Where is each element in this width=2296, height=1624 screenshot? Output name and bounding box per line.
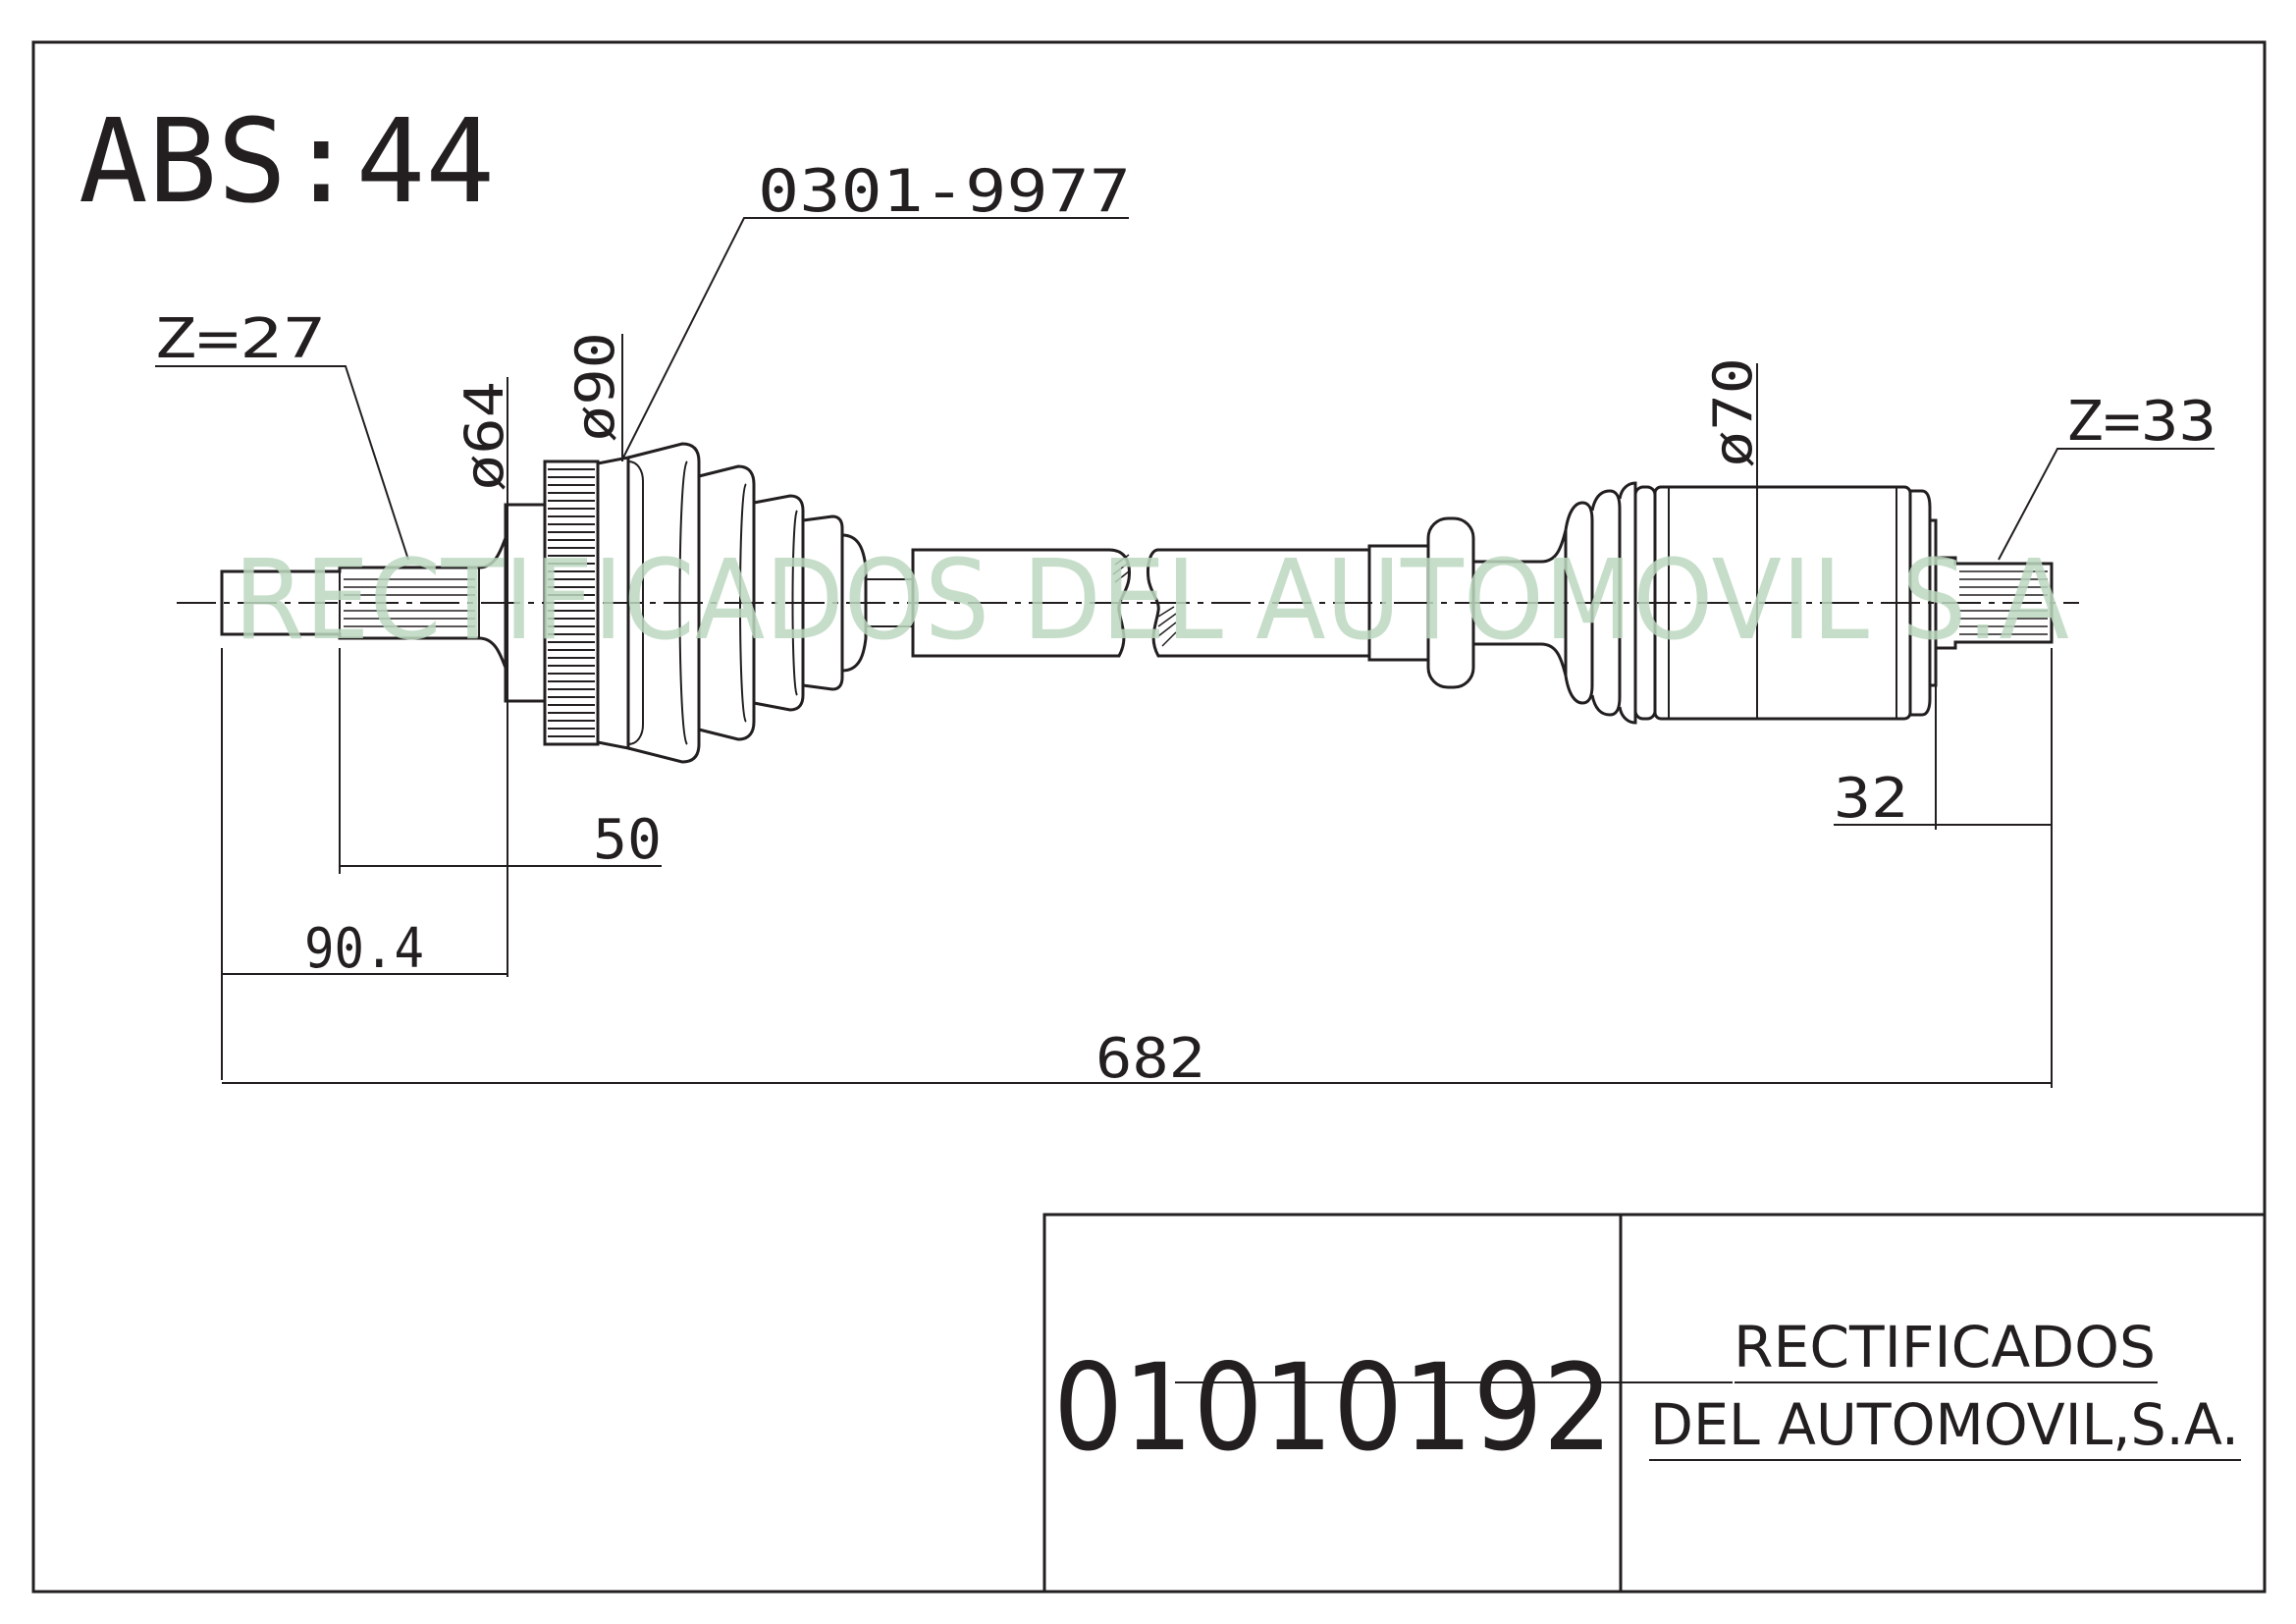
- left-stub-shaft: [220, 537, 507, 669]
- part-reference-label: 0301-9977: [758, 157, 1131, 226]
- shaft-damper: [1426, 516, 1475, 689]
- abs-ring-teeth: [548, 468, 595, 737]
- callout-part-ref: 0301-9977: [621, 157, 1131, 460]
- dia70-label: ø70: [1702, 357, 1764, 467]
- part-number: 01010192: [1053, 1338, 1613, 1478]
- outer-cv-joint: [504, 442, 913, 764]
- dim-50-label: 50: [593, 808, 662, 872]
- right-spline-teeth: [1959, 570, 2048, 635]
- company-name-line1: RECTIFICADOS: [1734, 1314, 2156, 1380]
- shaft-break-hatch: [1112, 554, 1177, 647]
- dim-32-label: 32: [1834, 767, 1908, 831]
- dimension-dia70: ø70: [1702, 357, 1764, 719]
- right-spline-label: Z=33: [2065, 390, 2216, 454]
- left-spline-teeth: [344, 578, 475, 627]
- left-spline-label: Z=27: [153, 307, 326, 371]
- abs-label: ABS:44: [79, 93, 495, 229]
- dim-90-4-label: 90.4: [304, 917, 424, 981]
- company-name-line2: DEL AUTOMOVIL,S.A.: [1650, 1391, 2239, 1458]
- dia64-label: ø64: [454, 381, 515, 491]
- dimension-90-4: 90.4: [221, 648, 507, 1080]
- title-block-frame: [1042, 1213, 2267, 1594]
- title-block: 01010192 RECTIFICADOS DEL AUTOMOVIL,S.A.: [1042, 1213, 2267, 1594]
- dia90-label: ø90: [564, 332, 626, 442]
- intermediate-shaft: [911, 516, 1568, 689]
- dimension-50: 50: [339, 648, 662, 977]
- right-stub-shaft: [1934, 556, 2054, 650]
- dimension-dia90: ø90: [564, 332, 626, 461]
- dimension-682: 682: [222, 648, 2053, 1091]
- dimension-32: 32: [1834, 660, 2052, 831]
- watermark: RECTIFICADOS DEL AUTOMOVIL S.A: [234, 537, 2069, 665]
- dim-682-label: 682: [1095, 1027, 1205, 1091]
- dimension-dia64: ø64: [454, 377, 515, 707]
- callout-z33: Z=33: [1998, 390, 2216, 561]
- callout-z27: Z=27: [153, 307, 409, 561]
